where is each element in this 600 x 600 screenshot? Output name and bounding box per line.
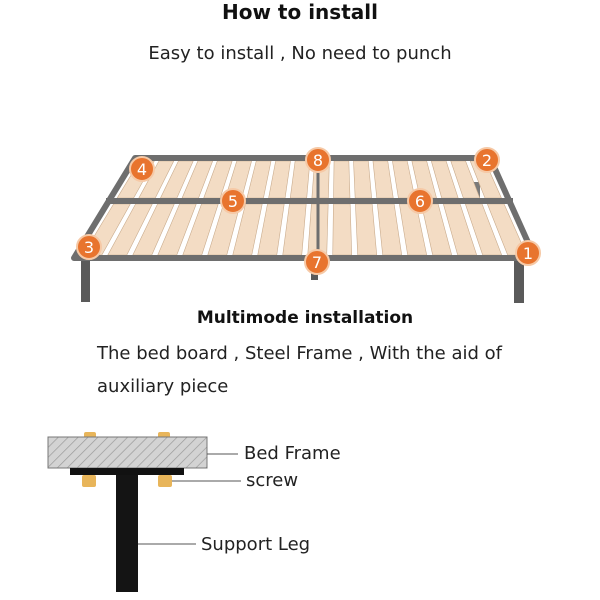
bed-slat (282, 203, 307, 256)
marker-number-2: 2 (482, 151, 492, 170)
bed-board (47, 436, 208, 469)
marker-circle-2 (474, 147, 500, 173)
steel-plate (70, 468, 184, 475)
leg-mount-diagram (47, 432, 241, 592)
bed-slat (333, 160, 351, 199)
marker-circle-7 (304, 249, 330, 275)
bed-slats (82, 160, 528, 256)
page-title: How to install (222, 0, 378, 24)
bed-leg (514, 252, 524, 303)
support-leg (116, 475, 138, 592)
screw-nut (82, 475, 96, 487)
bed-slat (268, 160, 291, 199)
marker-number-8: 8 (313, 151, 323, 170)
marker-number-5: 5 (228, 192, 238, 211)
marker-number-1: 1 (523, 244, 533, 263)
marker-number-6: 6 (415, 192, 425, 211)
install-markers: 1 2 3 4 5 6 7 8 (76, 147, 541, 275)
marker-number-7: 7 (312, 253, 322, 272)
bed-slat (355, 203, 378, 256)
marker-circle-1 (515, 240, 541, 266)
bed-slat (257, 203, 285, 256)
marker-circle-6 (407, 188, 433, 214)
bed-slat (246, 160, 272, 199)
bed-slat (353, 160, 372, 199)
bed-slat (332, 203, 353, 256)
marker-number-3: 3 (84, 238, 94, 257)
installation-description-continued: auxiliary piece (97, 376, 229, 397)
label-screw: screw (246, 470, 299, 491)
marker-number-4: 4 (137, 160, 147, 179)
label-support-leg: Support Leg (201, 534, 311, 555)
marker-circle-4 (129, 156, 155, 182)
screw-nut (158, 475, 172, 487)
label-bed-frame: Bed Frame (244, 443, 341, 464)
installation-description: The bed board , Steel Frame , With the a… (97, 343, 502, 364)
section-heading: Multimode installation (196, 308, 414, 328)
bed-leg (81, 255, 90, 302)
page-subtitle: Easy to install , No need to punch (148, 43, 452, 64)
marker-circle-3 (76, 234, 102, 260)
marker-circle-8 (305, 147, 331, 173)
bed-frame-illustration: 1 2 3 4 5 6 7 8 (71, 147, 541, 303)
bed-slat (372, 160, 394, 199)
bed-slat (377, 203, 403, 256)
marker-circle-5 (220, 188, 246, 214)
